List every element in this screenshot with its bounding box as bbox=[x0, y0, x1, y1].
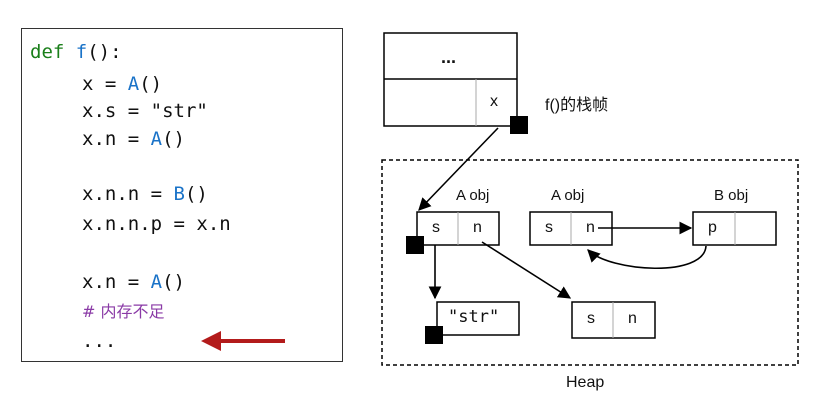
obj1-title: A obj bbox=[456, 187, 490, 204]
code-text: () bbox=[162, 128, 185, 150]
code-line-7: x.n = A() bbox=[82, 271, 185, 293]
code-text: () bbox=[139, 73, 163, 95]
obj1-field-n: n bbox=[473, 219, 482, 236]
pointer-marker bbox=[425, 326, 443, 344]
obj1-field-s: s bbox=[432, 219, 440, 236]
keyword-def: def bbox=[30, 41, 65, 63]
obj2-field-n: n bbox=[586, 219, 595, 236]
arrow-x-to-obj1 bbox=[418, 127, 499, 211]
code-line-6: x.n.n.p = x.n bbox=[82, 213, 231, 235]
obj4-field-n: n bbox=[628, 310, 637, 327]
str-value: "str" bbox=[448, 307, 500, 327]
code-text: () bbox=[184, 183, 208, 205]
class-name: A bbox=[150, 271, 163, 293]
obj4-field-s: s bbox=[587, 310, 595, 327]
code-line-2: x = A() bbox=[82, 73, 162, 95]
code-line-4: x.n = A() bbox=[82, 128, 185, 150]
arrow-n-to-obj4 bbox=[481, 241, 572, 299]
code-text: x.s = "str" bbox=[82, 100, 208, 122]
stack-var-x: x bbox=[490, 93, 498, 110]
code-text: ... bbox=[82, 330, 117, 352]
code-line-1: def f(): bbox=[30, 41, 122, 63]
code-line-5: x.n.n = B() bbox=[82, 183, 208, 205]
code-text: x.n = bbox=[82, 271, 151, 293]
obj3-field-p: p bbox=[708, 219, 717, 236]
stack-frame-label: f()的栈帧 bbox=[545, 97, 609, 114]
class-name: B bbox=[173, 183, 185, 205]
code-text: x.n = bbox=[82, 128, 151, 150]
pointer-marker bbox=[510, 116, 528, 134]
code-text: () bbox=[162, 271, 185, 293]
code-text: (): bbox=[87, 41, 122, 63]
obj2-field-s: s bbox=[545, 219, 553, 236]
heap-label: Heap bbox=[566, 374, 605, 391]
stack-ellipsis: ... bbox=[441, 47, 457, 67]
code-line-ellipsis: ... bbox=[82, 330, 116, 352]
arrow-p-to-obj2 bbox=[587, 245, 707, 269]
str-box bbox=[436, 301, 520, 336]
code-text: x.n.n = bbox=[82, 183, 174, 205]
obj2-title: A obj bbox=[551, 187, 585, 204]
code-text: x = bbox=[82, 73, 128, 95]
obj3-title: B obj bbox=[714, 187, 749, 204]
code-panel: def f(): x = A() x.s = "str" x.n = A() x… bbox=[21, 28, 343, 362]
pointer-marker bbox=[406, 236, 424, 254]
code-text: x.n.n.p = x.n bbox=[82, 213, 231, 235]
code-comment: # 内存不足 bbox=[82, 302, 165, 321]
class-name: A bbox=[127, 73, 140, 95]
code-line-3: x.s = "str" bbox=[82, 100, 208, 122]
class-name: A bbox=[150, 128, 163, 150]
heap-region bbox=[381, 159, 799, 366]
function-name: f bbox=[75, 41, 88, 63]
